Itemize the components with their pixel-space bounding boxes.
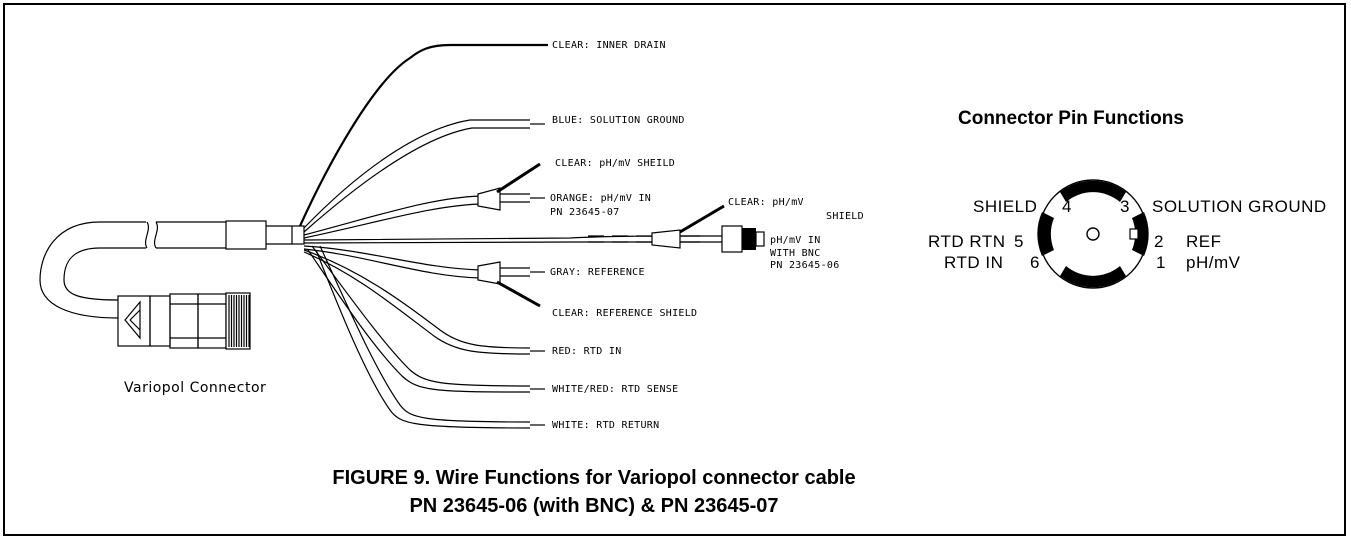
label-white-red-rtd-sense: WHITE/RED: RTD SENSE bbox=[552, 384, 678, 395]
variopol-connector bbox=[117, 292, 251, 350]
figure-caption-line1: FIGURE 9. Wire Functions for Variopol co… bbox=[332, 467, 855, 489]
pin-functions-title: Connector Pin Functions bbox=[958, 108, 1184, 129]
label-orange-ph-in: ORANGE: pH/mV IN bbox=[550, 193, 651, 204]
key-notch bbox=[1129, 228, 1139, 240]
wires bbox=[298, 43, 701, 429]
label-bnc-clear-line2: SHIELD bbox=[826, 211, 864, 222]
label-white-rtd-return: WHITE: RTD RETURN bbox=[552, 420, 659, 431]
center-pin bbox=[1086, 227, 1100, 241]
pin-5: 5 bbox=[1014, 232, 1024, 251]
figure-caption-line2: PN 23645-06 (with BNC) & PN 23645-07 bbox=[409, 495, 778, 517]
pin-shield-label: SHIELD bbox=[973, 197, 1037, 216]
pin-segment-top bbox=[1060, 180, 1126, 202]
bnc-connector bbox=[588, 204, 765, 253]
pin-6: 6 bbox=[1030, 253, 1040, 272]
pin-ref-label: REF bbox=[1186, 232, 1222, 251]
pin-rtd-in-label: RTD IN bbox=[944, 253, 1003, 272]
label-clear-ph-shield: CLEAR: pH/mV SHEILD bbox=[555, 158, 675, 169]
pin-rtd-rtn-label: RTD RTN bbox=[928, 232, 1006, 251]
label-orange-pn: PN 23645-07 bbox=[550, 207, 620, 218]
label-bnc-clear-line1: CLEAR: pH/mV bbox=[728, 197, 804, 208]
label-clear-reference-shield: CLEAR: REFERENCE SHIELD bbox=[552, 308, 697, 319]
pin-segment-left bbox=[1037, 212, 1054, 256]
pin-1: 1 bbox=[1156, 253, 1166, 272]
label-blue-solution-ground: BLUE: SOLUTION GROUND bbox=[552, 115, 685, 126]
label-red-rtd-in: RED: RTD IN bbox=[552, 346, 622, 357]
pin-ph-mv-label: pH/mV bbox=[1186, 253, 1241, 272]
pin-segment-right bbox=[1132, 212, 1149, 256]
label-gray-reference: GRAY: REFERENCE bbox=[550, 267, 645, 278]
figure-border bbox=[3, 3, 1346, 536]
label-clear-inner-drain: CLEAR: INNER DRAIN bbox=[552, 40, 666, 51]
label-bnc-ph-in-line2: WITH BNC bbox=[770, 248, 821, 259]
pin-3: 3 bbox=[1120, 197, 1130, 216]
pin-segment-bottom bbox=[1060, 266, 1126, 288]
connector-label: Variopol Connector bbox=[124, 380, 266, 396]
label-bnc-ph-in-line1: pH/mV IN bbox=[770, 235, 821, 246]
pin-2: 2 bbox=[1154, 232, 1164, 251]
label-bnc-ph-in-line3: PN 23645-06 bbox=[770, 260, 840, 271]
pin-4: 4 bbox=[1062, 197, 1072, 216]
pin-solution-ground-label: SOLUTION GROUND bbox=[1152, 197, 1327, 216]
pin-face bbox=[1037, 179, 1149, 289]
